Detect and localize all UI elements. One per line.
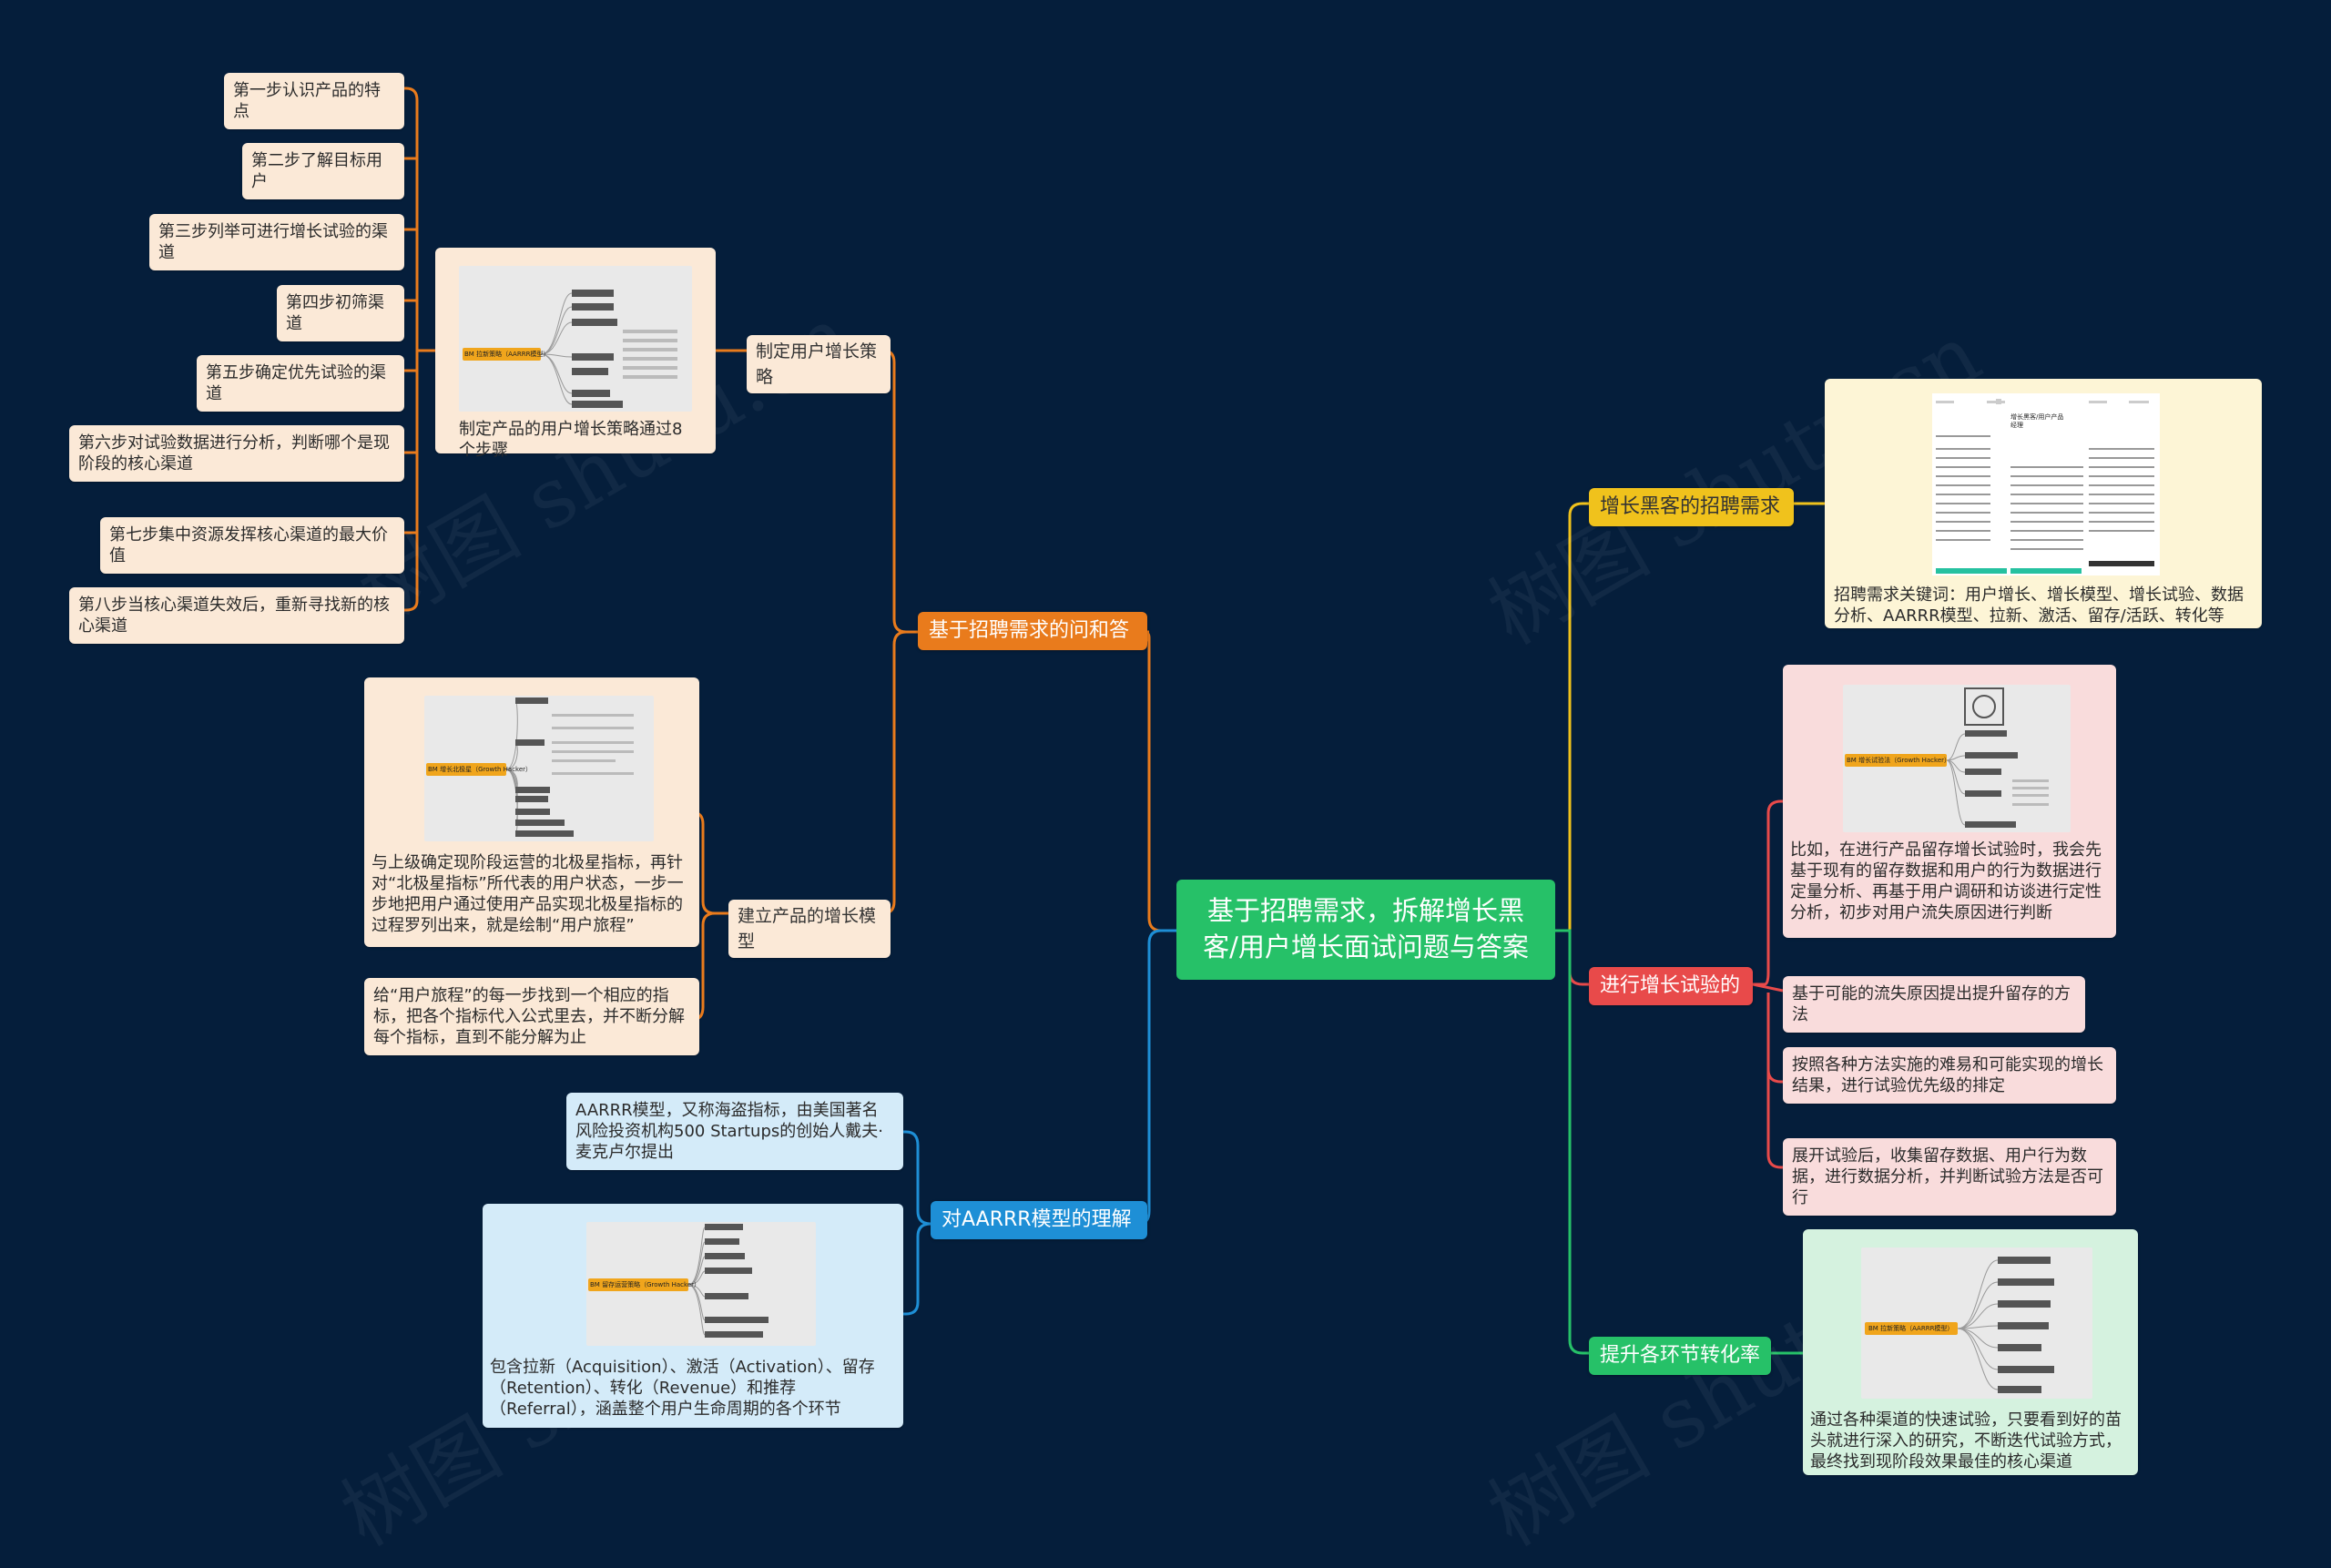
subtopic-strategy[interactable]: 制定用户增长策略	[747, 335, 891, 393]
subtopic-model[interactable]: 建立产品的增长模型	[728, 900, 891, 958]
model-card-1-text: 与上级确定现阶段运营的北极星指标，再针对“北极星指标”所代表的用户状态，一步一步…	[372, 853, 684, 935]
step-3-label: 第三步列举可进行增长试验的渠道	[158, 222, 388, 262]
model-thumbnail-diagram	[426, 697, 634, 837]
strategy-mindmap-thumbnail: BM 拉新策略（AARRR模型）	[459, 266, 692, 412]
step-7[interactable]: 第七步集中资源发挥核心渠道的最大价值	[100, 517, 404, 574]
branch-experiment[interactable]: 进行增长试验的	[1589, 967, 1753, 1005]
branch-qa-label: 基于招聘需求的问和答	[929, 619, 1130, 642]
strategy-thumbnail-center-label: BM 拉新策略（AARRR模型）	[464, 351, 550, 358]
aarrr-card-1-text: AARRR模型，又称海盗指标，由美国著名风险投资机构500 Startups的创…	[575, 1101, 883, 1162]
experiment-card-4[interactable]: 展开试验后，收集留存数据、用户行为数据，进行数据分析，并判断试验方法是否可行	[1783, 1138, 2116, 1216]
conversion-mindmap-thumbnail: BM 拉新策略（AARRR模型）	[1861, 1247, 2092, 1399]
step-2[interactable]: 第二步了解目标用户	[242, 143, 404, 199]
branch-hiring[interactable]: 增长黑客的招聘需求	[1589, 488, 1794, 526]
model-card-2-text: 给“用户旅程”的每一步找到一个相应的指标，把各个指标代入公式里去，并不断分解每个…	[373, 986, 685, 1047]
root-topic[interactable]: 基于招聘需求，拆解增长黑客/用户增长面试问题与答案	[1176, 880, 1555, 980]
model-card-1[interactable]: BM 增长北极星（Growth Hacker） 与上级确定现阶段运营的北极星指标…	[364, 677, 699, 947]
experiment-mindmap-thumbnail: BM 增长试验法（Growth Hacker）	[1843, 685, 2071, 832]
experiment-thumbnail-center-label: BM 增长试验法（Growth Hacker）	[1847, 757, 1951, 764]
aarrr-mindmap-thumbnail: BM 留存运营策略（Growth Hacker）	[586, 1222, 816, 1346]
hiring-card-text: 招聘需求关键词：用户增长、增长模型、增长试验、数据分析、AARRR模型、拉新、激…	[1834, 585, 2244, 626]
hiring-thumbnail-title: 增长黑客/用户产品经理	[2010, 413, 2064, 429]
experiment-card-4-text: 展开试验后，收集留存数据、用户行为数据，进行数据分析，并判断试验方法是否可行	[1792, 1146, 2103, 1207]
branch-hiring-label: 增长黑客的招聘需求	[1600, 495, 1781, 518]
experiment-card-3[interactable]: 按照各种方法实施的难易和可能实现的增长结果，进行试验优先级的排定	[1783, 1047, 2116, 1104]
branch-conversion-label: 提升各环节转化率	[1600, 1344, 1761, 1367]
step-8-label: 第八步当核心渠道失效后，重新寻找新的核心渠道	[78, 596, 390, 636]
experiment-card-3-text: 按照各种方法实施的难易和可能实现的增长结果，进行试验优先级的排定	[1792, 1055, 2103, 1095]
subtopic-strategy-label: 制定用户增长策略	[756, 341, 878, 387]
strategy-thumbnail-diagram	[463, 290, 677, 408]
step-1-label: 第一步认识产品的特点	[233, 81, 381, 121]
hiring-thumbnail-diagram	[1936, 399, 2154, 574]
branch-aarrr[interactable]: 对AARRR模型的理解	[931, 1201, 1147, 1239]
step-6[interactable]: 第六步对试验数据进行分析，判断哪个是现阶段的核心渠道	[69, 425, 404, 482]
branch-qa[interactable]: 基于招聘需求的问和答	[918, 612, 1147, 650]
hiring-screenshot-thumbnail: 增长黑客/用户产品经理	[1932, 393, 2160, 575]
experiment-card-2[interactable]: 基于可能的流失原因提出提升留存的方法	[1783, 976, 2085, 1033]
step-3[interactable]: 第三步列举可进行增长试验的渠道	[149, 214, 404, 270]
experiment-thumbnail-diagram	[1845, 687, 2049, 828]
aarrr-card-1[interactable]: AARRR模型，又称海盗指标，由美国著名风险投资机构500 Startups的创…	[566, 1093, 903, 1170]
aarrr-card-2-text: 包含拉新（Acquisition）、激活（Activation）、留存（Rete…	[490, 1358, 875, 1419]
aarrr-thumbnail-center-label: BM 留存运营策略（Growth Hacker）	[590, 1281, 701, 1288]
step-6-label: 第六步对试验数据进行分析，判断哪个是现阶段的核心渠道	[78, 433, 390, 473]
branch-conversion[interactable]: 提升各环节转化率	[1589, 1337, 1771, 1375]
model-card-2[interactable]: 给“用户旅程”的每一步找到一个相应的指标，把各个指标代入公式里去，并不断分解每个…	[364, 978, 699, 1055]
step-4[interactable]: 第四步初筛渠道	[277, 285, 404, 341]
subtopic-model-label: 建立产品的增长模型	[738, 906, 877, 952]
conversion-card[interactable]: BM 拉新策略（AARRR模型） 通过各种渠道的快速试验，只要看到好的苗头就进行…	[1803, 1229, 2138, 1475]
step-1[interactable]: 第一步认识产品的特点	[224, 73, 404, 129]
model-thumbnail-center-label: BM 增长北极星（Growth Hacker）	[428, 766, 533, 773]
experiment-card-1[interactable]: BM 增长试验法（Growth Hacker） 比如，在进行产品留存增长试验时，…	[1783, 665, 2116, 938]
aarrr-card-2[interactable]: BM 留存运营策略（Growth Hacker） 包含拉新（Acquisitio…	[483, 1204, 903, 1428]
strategy-card-caption: 制定产品的用户增长策略通过8个步骤	[459, 420, 683, 460]
step-5-label: 第五步确定优先试验的渠道	[206, 363, 386, 403]
strategy-card[interactable]: BM 拉新策略（AARRR模型） 制定产品的用户增长策略通过8个步骤	[435, 248, 716, 460]
step-7-label: 第七步集中资源发挥核心渠道的最大价值	[109, 525, 388, 565]
conversion-card-text: 通过各种渠道的快速试验，只要看到好的苗头就进行深入的研究，不断迭代试验方式，最终…	[1810, 1410, 2122, 1471]
aarrr-thumbnail-diagram	[588, 1224, 769, 1338]
step-4-label: 第四步初筛渠道	[286, 293, 384, 333]
step-5[interactable]: 第五步确定优先试验的渠道	[197, 355, 404, 412]
model-mindmap-thumbnail: BM 增长北极星（Growth Hacker）	[424, 696, 654, 841]
conversion-thumbnail-diagram	[1865, 1257, 2054, 1393]
experiment-card-1-text: 比如，在进行产品留存增长试验时，我会先基于现有的留存数据和用户的行为数据进行定量…	[1790, 840, 2102, 922]
conversion-thumbnail-center-label: BM 拉新策略（AARRR模型）	[1868, 1325, 1954, 1332]
branch-aarrr-label: 对AARRR模型的理解	[942, 1208, 1132, 1231]
branch-experiment-label: 进行增长试验的	[1600, 974, 1741, 997]
step-8[interactable]: 第八步当核心渠道失效后，重新寻找新的核心渠道	[69, 587, 404, 644]
hiring-card[interactable]: 增长黑客/用户产品经理 招聘需求关键词：用户增长、增长模型、增长试验、数据分析、…	[1825, 379, 2262, 628]
root-topic-label: 基于招聘需求，拆解增长黑客/用户增长面试问题与答案	[1203, 895, 1529, 962]
step-2-label: 第二步了解目标用户	[251, 151, 382, 191]
experiment-card-2-text: 基于可能的流失原因提出提升留存的方法	[1792, 984, 2071, 1024]
